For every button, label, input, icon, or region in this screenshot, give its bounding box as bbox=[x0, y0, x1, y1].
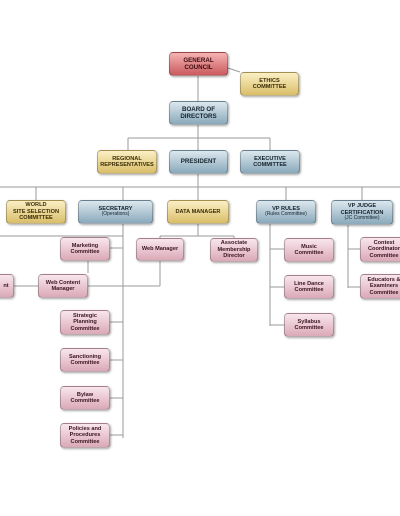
secretary-box: SECRETARY (Operations) bbox=[78, 200, 153, 224]
president-label: PRESIDENT bbox=[180, 158, 217, 166]
vp-judge-label: VP JUDGE CERTIFICATION bbox=[340, 203, 384, 216]
executive-committee-box: EXECUTIVE COMMITTEE bbox=[240, 150, 300, 174]
sanctioning-committee-box: Sanctioning Committee bbox=[60, 348, 110, 372]
contest-coordinator-label: Contest Coordinator Committee bbox=[367, 239, 400, 259]
bylaw-committee-box: Bylaw Committee bbox=[60, 386, 110, 410]
left-cut-label: nt bbox=[3, 282, 9, 289]
world-site-selection-label: WORLD SITE SELECTION COMMITTEE bbox=[13, 202, 59, 222]
web-content-manager-box: Web Content Manager bbox=[38, 274, 88, 298]
president-box: PRESIDENT bbox=[169, 150, 228, 174]
contest-coordinator-box: Contest Coordinator Committee bbox=[360, 237, 400, 262]
ethics-committee-box: ETHICS COMMITTEE bbox=[240, 72, 299, 96]
sanctioning-committee-label: Sanctioning Committee bbox=[68, 353, 101, 366]
data-manager-box: DATA MANAGER bbox=[167, 200, 229, 224]
world-site-selection-box: WORLD SITE SELECTION COMMITTEE bbox=[6, 200, 66, 224]
line-dance-committee-label: Line Dance Committee bbox=[294, 280, 324, 293]
marketing-committee-box: Marketing Committee bbox=[60, 237, 110, 261]
policies-procedures-box: Policies and Procedures Committee bbox=[60, 423, 110, 448]
regional-representatives-label: REGIONAL REPRESENTATIVES bbox=[100, 155, 154, 168]
educators-examiners-label: Educators & Examiners Committee bbox=[367, 276, 400, 296]
educators-examiners-box: Educators & Examiners Committee bbox=[360, 274, 400, 299]
secretary-label: SECRETARY bbox=[98, 205, 133, 212]
data-manager-label: DATA MANAGER bbox=[175, 208, 221, 215]
vp-rules-label: VP RULES bbox=[272, 205, 300, 212]
board-of-directors-box: BOARD OF DIRECTORS bbox=[169, 101, 228, 125]
general-council-label: GENERAL COUNCIL bbox=[183, 56, 214, 71]
executive-committee-label: EXECUTIVE COMMITTEE bbox=[253, 155, 287, 168]
strategic-planning-box: Strategic Planning Committee bbox=[60, 310, 110, 335]
web-manager-box: Web Manager bbox=[136, 238, 184, 261]
vp-rules-sublabel: (Rules Committee) bbox=[265, 211, 307, 218]
ethics-committee-label: ETHICS COMMITTEE bbox=[252, 77, 287, 90]
left-cut-box: nt bbox=[0, 274, 14, 298]
vp-rules-box: VP RULES (Rules Committee) bbox=[256, 200, 316, 224]
board-of-directors-label: BOARD OF DIRECTORS bbox=[180, 105, 217, 120]
policies-procedures-label: Policies and Procedures Committee bbox=[68, 425, 102, 445]
syllabus-committee-label: Syllabus Committee bbox=[294, 318, 324, 331]
web-manager-label: Web Manager bbox=[141, 246, 179, 253]
vp-judge-sublabel: (JC Committee) bbox=[344, 215, 380, 222]
strategic-planning-label: Strategic Planning Committee bbox=[70, 312, 100, 332]
bylaw-committee-label: Bylaw Committee bbox=[70, 391, 100, 404]
music-committee-box: Music Committee bbox=[284, 238, 334, 262]
web-content-manager-label: Web Content Manager bbox=[45, 279, 81, 292]
associate-membership-box: Associate Membership Director bbox=[210, 238, 258, 262]
music-committee-label: Music Committee bbox=[294, 243, 324, 256]
general-council-box: GENERAL COUNCIL bbox=[169, 52, 228, 76]
regional-representatives-box: REGIONAL REPRESENTATIVES bbox=[97, 150, 157, 174]
syllabus-committee-box: Syllabus Committee bbox=[284, 313, 334, 337]
associate-membership-label: Associate Membership Director bbox=[217, 240, 251, 260]
secretary-sublabel: (Operations) bbox=[101, 211, 130, 218]
line-dance-committee-box: Line Dance Committee bbox=[284, 275, 334, 299]
marketing-committee-label: Marketing Committee bbox=[70, 242, 100, 255]
vp-judge-box: VP JUDGE CERTIFICATION (JC Committee) bbox=[331, 200, 393, 225]
